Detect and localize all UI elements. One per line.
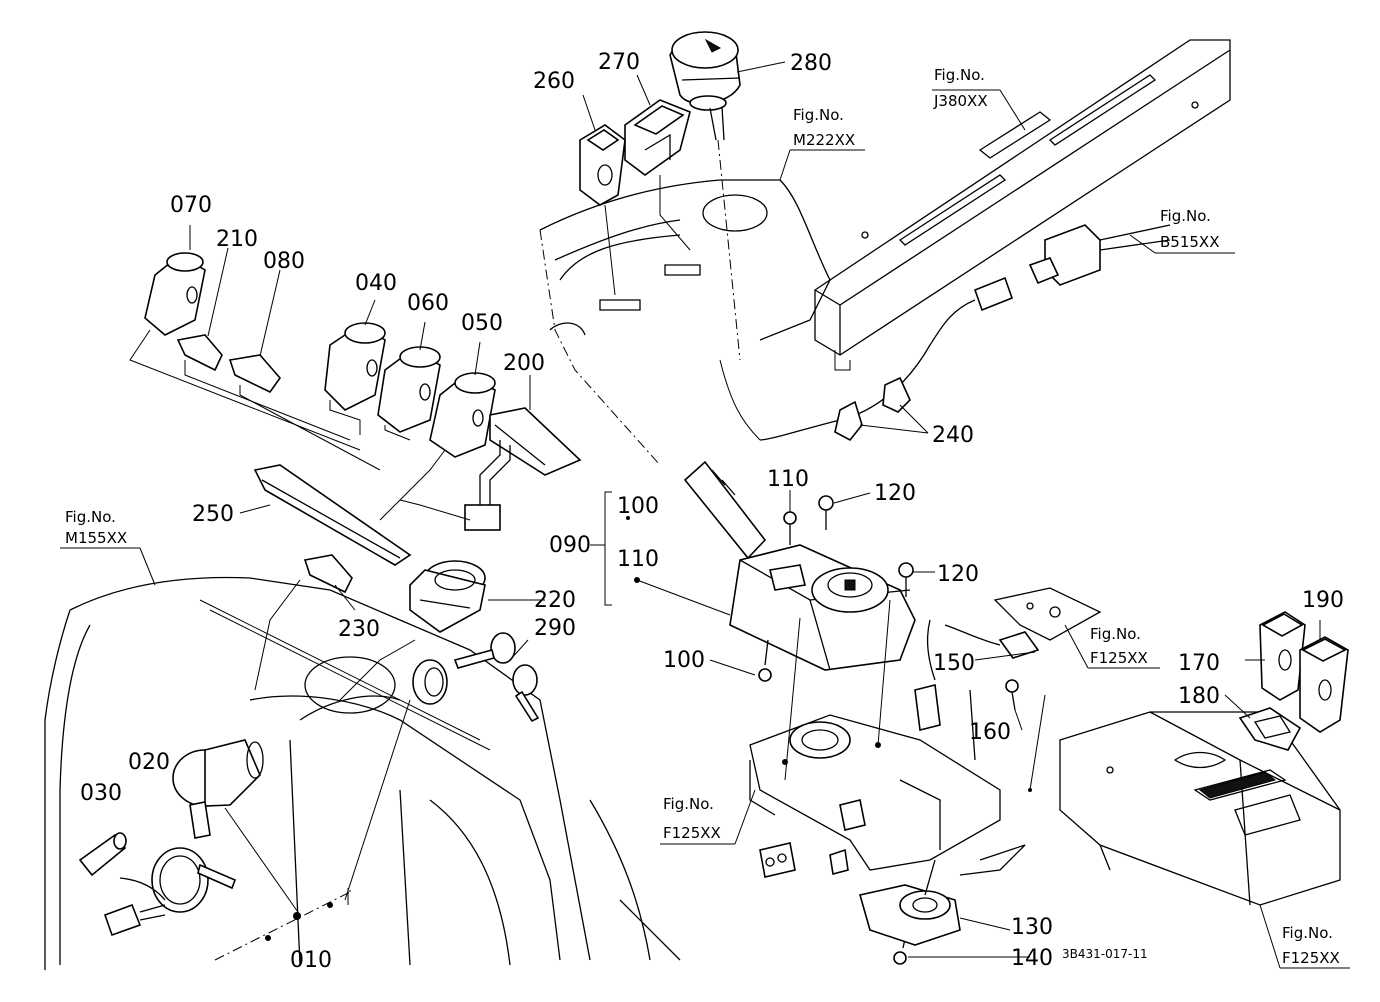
label-020: 020	[128, 750, 170, 775]
label-040: 040	[355, 271, 397, 296]
fig-number-j380: J380XX	[933, 92, 988, 110]
dashboard-panel	[44, 576, 681, 970]
label-010: 010	[290, 948, 332, 973]
plug-connector	[103, 903, 166, 937]
switch-260	[579, 124, 626, 296]
cap-230	[303, 554, 353, 594]
part-labels: 260 270 280 070 210 080 040 060 050 200 …	[80, 50, 1344, 973]
label-230: 230	[338, 617, 380, 642]
switch-040	[324, 322, 386, 411]
switch-050	[429, 372, 496, 458]
label-110: 110	[767, 467, 809, 492]
keys-290	[453, 632, 540, 723]
fig-number-f125-c: F125XX	[1282, 949, 1340, 967]
label-170: 170	[1178, 651, 1220, 676]
label-280: 280	[790, 51, 832, 76]
label-290: 290	[534, 616, 576, 641]
fig-label-m222: Fig.No.	[793, 106, 844, 124]
tube-030	[78, 832, 127, 877]
label-120-lower: 120	[937, 562, 979, 587]
label-110-left: 110	[617, 547, 659, 572]
switch-190	[1299, 636, 1349, 733]
label-150: 150	[933, 651, 975, 676]
cap-080	[228, 354, 282, 394]
mounting-bracket	[749, 684, 1026, 878]
nut-ring	[412, 659, 448, 705]
label-100-top: 100	[617, 494, 659, 519]
fig-label-f125-b: Fig.No.	[663, 795, 714, 813]
clips-240	[834, 376, 911, 442]
right-console	[1059, 711, 1341, 906]
fig-label-j380: Fig.No.	[934, 66, 985, 84]
fig-number-f125-a: F125XX	[1090, 649, 1148, 667]
switch-060	[377, 346, 441, 433]
wire-harness-right	[719, 224, 1171, 441]
label-260: 260	[533, 69, 575, 94]
screw-100	[758, 639, 772, 682]
cap-210	[176, 334, 223, 372]
connector-200	[464, 407, 582, 531]
label-080: 080	[263, 249, 305, 274]
label-050: 050	[461, 311, 503, 336]
label-120-upper: 120	[874, 481, 916, 506]
label-130: 130	[1011, 915, 1053, 940]
fig-number-f125-b: F125XX	[663, 824, 721, 842]
label-100-bottom: 100	[663, 648, 705, 673]
label-090: 090	[549, 533, 591, 558]
lever-090	[683, 460, 916, 671]
key-switch-220	[409, 560, 486, 633]
label-030: 030	[80, 781, 122, 806]
label-220: 220	[534, 588, 576, 613]
label-070: 070	[170, 193, 212, 218]
meter-010	[172, 739, 264, 839]
label-190: 190	[1302, 588, 1344, 613]
label-200: 200	[503, 351, 545, 376]
screw-120-lower	[898, 562, 914, 597]
switch-170	[1259, 611, 1306, 701]
screw-160	[1005, 679, 1019, 711]
screw-120-upper	[818, 495, 834, 530]
label-180: 180	[1178, 684, 1220, 709]
label-140: 140	[1011, 946, 1053, 971]
label-250: 250	[192, 502, 234, 527]
fig-number-m155: M155XX	[65, 529, 127, 547]
label-160: 160	[969, 720, 1011, 745]
right-frame	[814, 39, 1231, 371]
fig-label-m155: Fig.No.	[65, 508, 116, 526]
fig-label-f125-a: Fig.No.	[1090, 625, 1141, 643]
switch-070	[144, 252, 206, 336]
fig-label-f125-c: Fig.No.	[1282, 924, 1333, 942]
label-240: 240	[932, 423, 974, 448]
switch-270	[624, 99, 691, 251]
sensor-130	[858, 859, 961, 946]
bracket-250	[253, 464, 412, 566]
knob-280	[669, 31, 741, 361]
screw-110	[783, 511, 797, 545]
bracket-180	[1238, 707, 1302, 751]
leader-lines	[60, 61, 1350, 969]
label-060: 060	[407, 291, 449, 316]
fig-number-m222: M222XX	[793, 131, 855, 149]
fig-number-b515: B515XX	[1160, 233, 1219, 251]
fig-label-b515: Fig.No.	[1160, 207, 1211, 225]
switch-plate-150	[926, 587, 1102, 681]
clamp-020	[119, 847, 237, 913]
figure-references: Fig.No. M222XX Fig.No. J380XX Fig.No. B5…	[65, 66, 1340, 967]
upper-console-panel	[539, 179, 831, 466]
label-270: 270	[598, 50, 640, 75]
diagram-code: 3B431-017-11	[1062, 947, 1148, 961]
leader-dots	[265, 516, 1032, 941]
label-210: 210	[216, 227, 258, 252]
